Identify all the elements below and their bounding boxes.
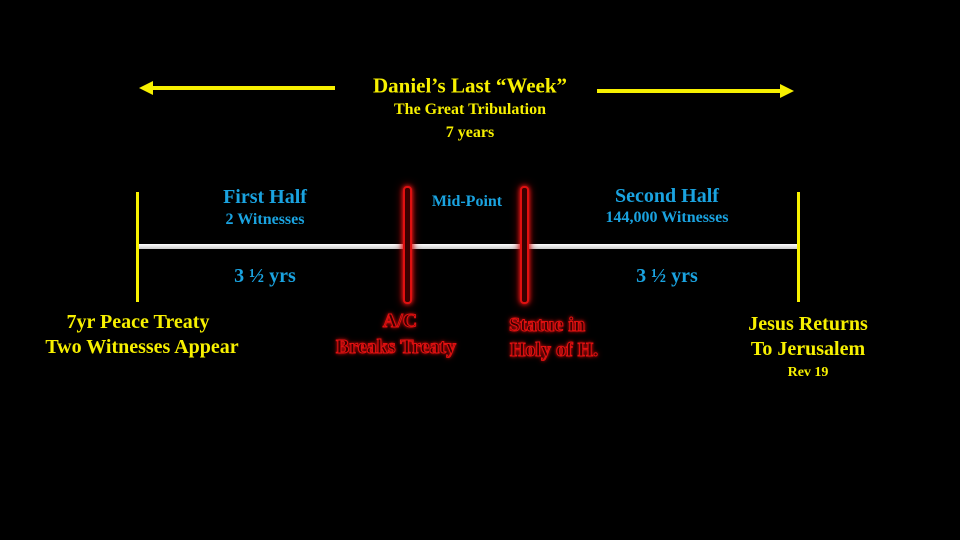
second-half-witnesses: 144,000 Witnesses [605, 209, 729, 226]
second-half-length: 3 ½ yrs [636, 265, 698, 287]
end-event-line1: Jesus Returns [748, 313, 868, 335]
ac-event-line1: A/C [382, 310, 418, 332]
duration: 7 years [445, 124, 495, 141]
start-event-line2: Two Witnesses Appear [45, 336, 239, 358]
statue-marker [520, 186, 529, 304]
start-event-line1: 7yr Peace Treaty [66, 311, 210, 333]
first-half-title: First Half [223, 186, 307, 208]
ac-marker [403, 186, 412, 304]
start-tick [136, 192, 139, 302]
first-half-length: 3 ½ yrs [234, 265, 296, 287]
first-half-witnesses: 2 Witnesses [225, 211, 305, 228]
statue-event-line2: Holy of H. [509, 339, 599, 361]
statue-event-line1: Statue in [508, 314, 586, 336]
end-event-reference: Rev 19 [787, 365, 829, 380]
end-event-line2: To Jerusalem [750, 338, 866, 360]
mid-point-label: Mid-Point [431, 193, 503, 210]
title: Daniel’s Last “Week” [372, 73, 568, 98]
timeline-line [138, 244, 798, 249]
second-half-title: Second Half [615, 185, 719, 207]
subtitle: The Great Tribulation [393, 101, 547, 118]
ac-event-line2: Breaks Treaty [335, 336, 457, 358]
end-tick [797, 192, 800, 302]
